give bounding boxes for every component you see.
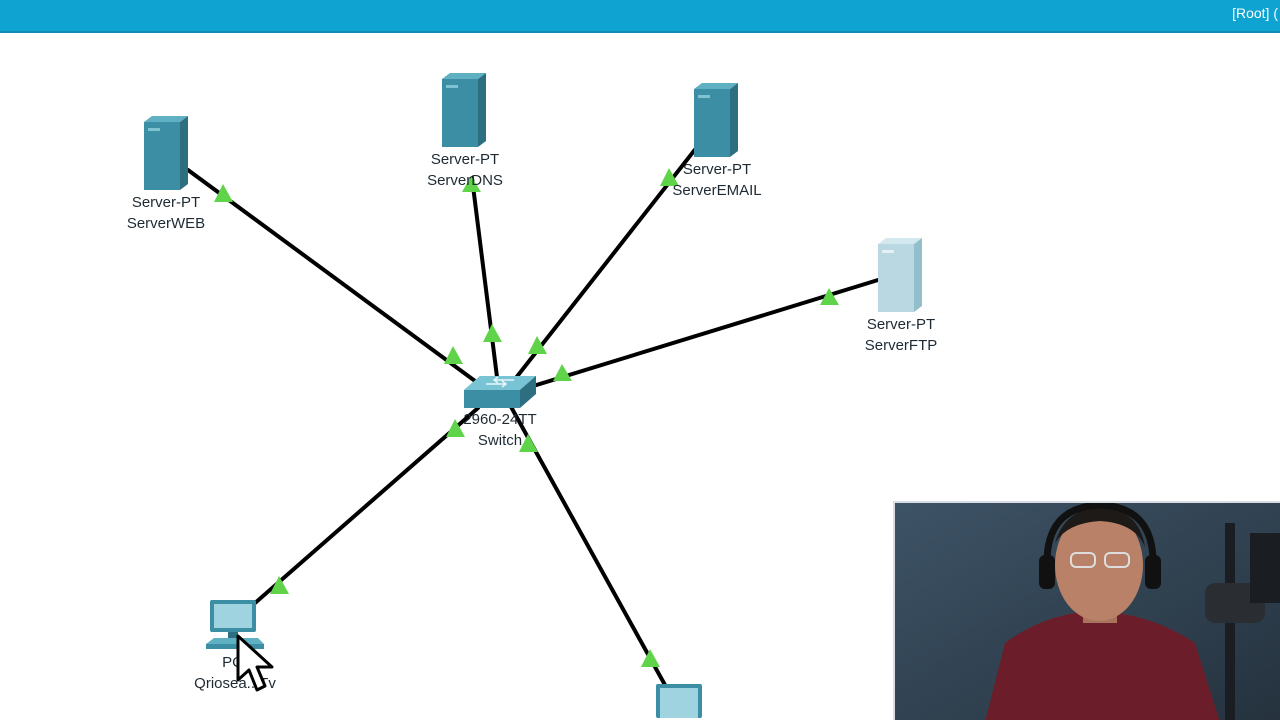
server-icon[interactable] (874, 236, 926, 314)
link-indicator (444, 346, 463, 364)
link-ftp-switch[interactable] (528, 278, 880, 389)
server-web-label: Server-PT ServerWEB (127, 192, 205, 234)
switch-label: 2960-24TT Switch (463, 409, 536, 451)
link-indicator (483, 324, 502, 342)
link-pc-switch[interactable] (253, 406, 480, 605)
presenter-video (895, 503, 1280, 720)
server-icon[interactable] (690, 81, 742, 159)
device-model: 2960-24TT (463, 411, 537, 428)
link-indicator (641, 649, 660, 667)
server-email-label: Server-PT ServerEMAIL (672, 159, 761, 201)
device-name: ServerWEB (126, 215, 206, 232)
link-dns-switch[interactable] (470, 176, 500, 387)
link-indicator (553, 364, 572, 381)
webcam-overlay (893, 501, 1280, 720)
link-indicator (519, 434, 538, 452)
device-name: Switch (477, 432, 523, 449)
link-indicator (660, 168, 679, 186)
device-model: Server-PT (131, 194, 201, 211)
server-icon[interactable] (438, 71, 490, 149)
server-dns-label: Server-PT ServerDNS (427, 149, 503, 191)
link-indicator (446, 419, 465, 437)
link-indicator (462, 176, 481, 192)
device-name: ServerFTP (864, 337, 938, 354)
device-model: Server-PT (866, 316, 936, 333)
top-bar: [Root] ( (0, 0, 1280, 33)
pointer-cursor-icon (236, 634, 274, 692)
root-breadcrumb[interactable]: [Root] ( (1232, 5, 1278, 21)
link-indicator (214, 184, 233, 202)
device-model: Server-PT (430, 151, 500, 168)
switch-icon[interactable] (462, 370, 540, 410)
link-web-switch[interactable] (186, 168, 492, 394)
device-model: Server-PT (682, 161, 752, 178)
server-icon[interactable] (140, 114, 192, 192)
link-indicator (820, 288, 839, 305)
pc-icon[interactable] (204, 598, 266, 654)
link-indicator (270, 576, 289, 594)
server-ftp-label: Server-PT ServerFTP (865, 314, 938, 356)
device-name: ServerEMAIL (672, 182, 762, 199)
device-name: ServerDNS (427, 172, 503, 189)
pc-icon[interactable] (652, 682, 708, 720)
link-indicator (528, 336, 547, 354)
